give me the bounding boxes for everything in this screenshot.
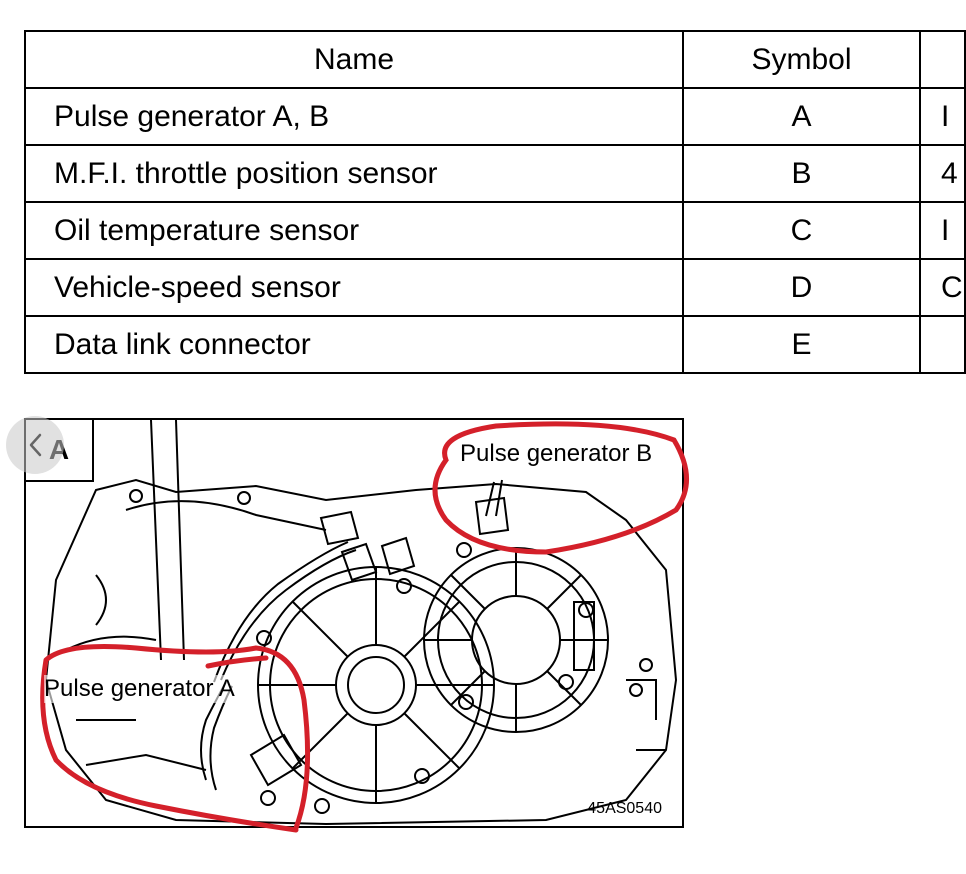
table-row: Data link connector E [24, 315, 966, 374]
table-row: M.F.I. throttle position sensor B 4 [24, 144, 966, 203]
transmission-diagram: A [24, 418, 689, 833]
cell-name: Data link connector [24, 315, 684, 374]
figure-code: 45AS0540 [587, 800, 662, 817]
cell-symbol: A [682, 87, 921, 146]
cell-symbol: E [682, 315, 921, 374]
cell-symbol: C [682, 201, 921, 260]
cell-name: Pulse generator A, B [24, 87, 684, 146]
table-row: Oil temperature sensor C I [24, 201, 966, 260]
transmission-line-drawing [40, 419, 689, 833]
header-symbol: Symbol [682, 30, 921, 89]
cell-extra: I [919, 201, 966, 260]
cell-symbol: D [682, 258, 921, 317]
cell-extra: 4 [919, 144, 966, 203]
cell-symbol: B [682, 144, 921, 203]
cell-name: Vehicle-speed sensor [24, 258, 684, 317]
cell-extra [919, 315, 966, 374]
table-row: Vehicle-speed sensor D C [24, 258, 966, 317]
chevron-left-icon [29, 433, 42, 457]
table-header-row: Name Symbol [24, 30, 966, 89]
header-extra [919, 30, 966, 89]
component-table: Name Symbol Pulse generator A, B A I M.F… [24, 30, 966, 374]
pulse-generator-a-label: Pulse generator A [44, 675, 235, 703]
cell-extra: C [919, 258, 966, 317]
cell-name: Oil temperature sensor [24, 201, 684, 260]
table-row: Pulse generator A, B A I [24, 87, 966, 146]
cell-extra: I [919, 87, 966, 146]
back-button[interactable] [6, 416, 64, 474]
header-name: Name [24, 30, 684, 89]
cell-name: M.F.I. throttle position sensor [24, 144, 684, 203]
pulse-generator-b-label: Pulse generator B [460, 440, 653, 468]
